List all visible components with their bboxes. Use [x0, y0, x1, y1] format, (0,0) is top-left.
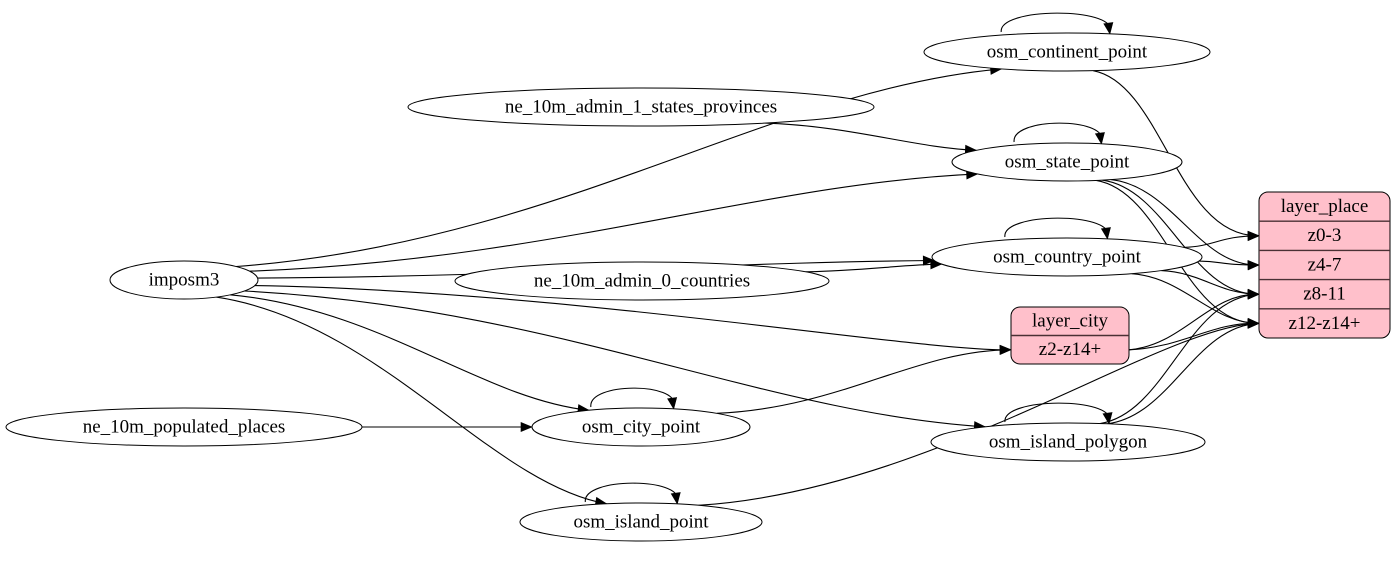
edge-osm_country_point-to-layer_place_z0 — [1183, 235, 1260, 248]
edge-osm_city_point-to-layer_city_z2 — [716, 349, 1012, 414]
node-osm_city_point[interactable]: osm_city_point — [531, 407, 751, 447]
node-label-osm_country_point: osm_country_point — [993, 246, 1141, 267]
edge-ne_10m_admin_1_states_provinces-to-osm_state_point — [765, 122, 977, 151]
node-label-osm_island_polygon: osm_island_polygon — [989, 431, 1148, 452]
arrowhead-layer_place_z4 — [1247, 259, 1260, 271]
node-label-ne_10m_populated_places: ne_10m_populated_places — [83, 416, 286, 437]
edge-osm_state_point-to-layer_place_z8 — [1102, 179, 1260, 295]
node-osm_island_point[interactable]: osm_island_point — [519, 502, 763, 542]
record-row-label-layer_place_z0[interactable]: z0-3 — [1308, 225, 1342, 246]
arrowhead-layer_place_z0 — [1247, 230, 1260, 241]
edge-imposm3-to-osm_city_point — [230, 294, 590, 411]
node-osm_continent_point[interactable]: osm_continent_point — [923, 32, 1211, 72]
arrowhead-layer_city_z2 — [999, 344, 1012, 355]
record-layer_place[interactable]: layer_place z0-3 z4-7 z8-11 z12-z14+ — [1258, 191, 1391, 339]
edge-osm_country_point-to-layer_place_z12 — [1131, 273, 1260, 324]
edge-layer_city_z2-to-layer_place_z12 — [1128, 322, 1260, 351]
record-row-label-layer_place_title[interactable]: layer_place — [1281, 196, 1369, 217]
arrowhead-osm_city_point — [520, 421, 533, 433]
node-shape-osm_island_polygon — [930, 422, 1206, 462]
node-shape-osm_city_point — [531, 407, 751, 447]
node-shape-osm_country_point — [931, 237, 1203, 277]
edge-osm_island_polygon-to-layer_place_z8 — [1100, 293, 1260, 425]
node-shape-osm_continent_point — [923, 32, 1211, 72]
node-shape-imposm3 — [109, 260, 259, 300]
edge-osm_island_polygon-to-layer_place_z12 — [1107, 322, 1260, 425]
arrowhead-layer_place_z12 — [1247, 318, 1260, 329]
record-box-layer_place — [1258, 191, 1391, 339]
node-shape-ne_10m_admin_0_countries — [454, 261, 830, 301]
node-ne_10m_admin_1_states_provinces[interactable]: ne_10m_admin_1_states_provinces — [407, 87, 875, 127]
node-imposm3[interactable]: imposm3 — [109, 260, 259, 300]
node-label-ne_10m_admin_1_states_provinces: ne_10m_admin_1_states_provinces — [505, 96, 777, 117]
edge-imposm3-to-osm_island_point — [216, 296, 607, 505]
node-label-osm_island_point: osm_island_point — [573, 511, 709, 532]
edges-layer — [216, 12, 1260, 507]
edge-osm_state_point-to-layer_place_z4 — [1110, 179, 1260, 266]
node-shape-osm_island_point — [519, 502, 763, 542]
record-row-label-layer_city_z2[interactable]: z2-z14+ — [1039, 339, 1101, 360]
edge-imposm3-to-osm_state_point — [249, 173, 978, 272]
node-osm_island_polygon[interactable]: osm_island_polygon — [930, 422, 1206, 462]
record-row-label-layer_place_z4[interactable]: z4-7 — [1308, 254, 1342, 275]
node-shape-osm_state_point — [951, 142, 1183, 182]
node-label-osm_continent_point: osm_continent_point — [987, 41, 1148, 62]
record-row-label-layer_place_z12[interactable]: z12-z14+ — [1289, 313, 1361, 334]
arrowhead-layer_place_z8 — [1247, 289, 1260, 300]
record-layer_city[interactable]: layer_city z2-z14+ — [1010, 306, 1130, 365]
edge-imposm3-to-osm_island_polygon — [244, 290, 986, 428]
edge-layer_city_z2-to-layer_place_z8 — [1128, 293, 1260, 351]
node-label-imposm3: imposm3 — [149, 269, 220, 290]
node-shape-ne_10m_admin_1_states_provinces — [407, 87, 875, 127]
edge-ne_10m_admin_0_countries-to-osm_country_point — [805, 263, 942, 273]
arrowhead-osm_country_point — [922, 255, 936, 266]
node-osm_country_point[interactable]: osm_country_point — [931, 237, 1203, 277]
record-row-label-layer_place_z8[interactable]: z8-11 — [1303, 284, 1346, 305]
node-label-ne_10m_admin_0_countries: ne_10m_admin_0_countries — [534, 270, 750, 291]
node-ne_10m_populated_places[interactable]: ne_10m_populated_places — [5, 407, 363, 447]
node-ne_10m_admin_0_countries[interactable]: ne_10m_admin_0_countries — [454, 261, 830, 301]
edge-osm_country_point-to-layer_place_z8 — [1161, 270, 1260, 295]
node-label-osm_state_point: osm_state_point — [1005, 151, 1130, 172]
edge-imposm3-to-osm_continent_point — [236, 68, 1002, 268]
node-label-osm_city_point: osm_city_point — [582, 416, 701, 437]
edge-imposm3-to-layer_city_z2 — [254, 285, 1012, 351]
node-osm_state_point[interactable]: osm_state_point — [951, 142, 1183, 182]
node-shape-ne_10m_populated_places — [5, 407, 363, 447]
record-row-label-layer_city_title[interactable]: layer_city — [1032, 311, 1108, 332]
edge-osm_island_point-to-layer_place_z12 — [698, 322, 1260, 506]
nodes-layer: imposm3 ne_10m_admin_1_states_provincesne… — [5, 32, 1391, 542]
